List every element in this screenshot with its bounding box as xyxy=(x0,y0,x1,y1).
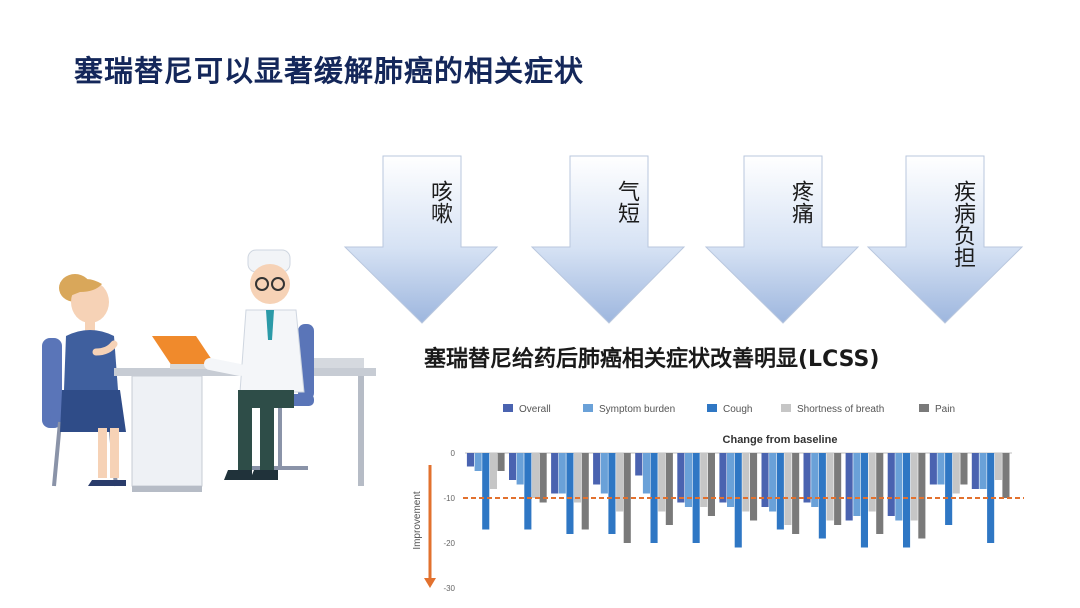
bar xyxy=(876,453,884,534)
bar xyxy=(581,453,589,530)
bar xyxy=(811,453,819,507)
bar xyxy=(918,453,926,539)
legend-swatch xyxy=(919,404,929,412)
legend-label: Shortness of breath xyxy=(797,404,884,415)
chart-overlay xyxy=(424,465,1024,588)
legend-label: Pain xyxy=(935,404,955,415)
bar xyxy=(700,453,708,507)
legend-swatch xyxy=(781,404,791,412)
bar xyxy=(719,453,727,503)
legend-label: Cough xyxy=(723,404,752,415)
arrow-cough xyxy=(343,155,499,324)
bars xyxy=(466,453,1010,548)
y-tick-label: 0 xyxy=(451,449,456,458)
patient-figure xyxy=(59,274,126,486)
bar xyxy=(482,453,490,530)
bar xyxy=(910,453,918,521)
bar xyxy=(945,453,953,525)
bar xyxy=(665,453,673,525)
bar xyxy=(466,453,474,467)
symptom-label-shortness-of-breath: 气短 xyxy=(614,180,639,224)
legend-swatch xyxy=(707,404,717,412)
bar xyxy=(539,453,547,503)
symptom-label-pain: 疼痛 xyxy=(788,180,813,224)
bar xyxy=(826,453,834,521)
bar xyxy=(509,453,517,480)
lcss-bar-chart: Overall Symptom burden Cough Shortness of b… xyxy=(412,404,1024,593)
bar xyxy=(895,453,903,521)
bar xyxy=(684,453,692,507)
bar xyxy=(566,453,574,534)
bar xyxy=(707,453,715,516)
bar xyxy=(600,453,608,494)
bar xyxy=(593,453,601,485)
bar xyxy=(551,453,559,494)
y-tick-label: -20 xyxy=(443,539,455,548)
legend-swatch xyxy=(503,404,513,412)
improvement-arrow-head xyxy=(424,578,436,588)
bar xyxy=(474,453,482,471)
bar xyxy=(960,453,968,485)
bar xyxy=(971,453,979,489)
bar xyxy=(994,453,1002,480)
bar xyxy=(761,453,769,507)
bar xyxy=(776,453,784,530)
document-tray xyxy=(308,358,364,368)
arrow-pain xyxy=(704,155,860,324)
bar xyxy=(642,453,650,494)
legend-label: Symptom burden xyxy=(599,404,675,415)
y-tick-label: -10 xyxy=(443,494,455,503)
legend-label: Overall xyxy=(519,404,551,415)
bar xyxy=(803,453,811,503)
bar xyxy=(574,453,582,503)
bar xyxy=(860,453,868,548)
bar xyxy=(677,453,685,503)
bar xyxy=(658,453,666,512)
chart-title: Change from baseline xyxy=(723,434,838,446)
doctor-figure xyxy=(204,249,305,480)
arrow-shortness-of-breath xyxy=(530,155,686,324)
bar xyxy=(727,453,735,507)
bar xyxy=(979,453,987,489)
bar xyxy=(635,453,643,476)
bar xyxy=(987,453,995,543)
bar xyxy=(616,453,624,512)
bar xyxy=(937,453,945,485)
bar xyxy=(818,453,826,539)
bar xyxy=(784,453,792,525)
legend-swatch xyxy=(583,404,593,412)
bar xyxy=(929,453,937,485)
bar xyxy=(792,453,800,534)
arrow-disease-burden xyxy=(866,155,1024,324)
symptom-label-disease-burden: 疾病负担 xyxy=(950,180,975,268)
bar xyxy=(845,453,853,521)
y-tick-label: -30 xyxy=(443,584,455,593)
bar xyxy=(531,453,539,498)
bar xyxy=(608,453,616,534)
bar xyxy=(558,453,566,494)
bar xyxy=(834,453,842,525)
bar xyxy=(497,453,505,471)
slide-title: 塞瑞替尼可以显著缓解肺癌的相关症状 xyxy=(74,54,585,88)
bar xyxy=(489,453,497,489)
bar xyxy=(1002,453,1010,498)
symptom-label-cough: 咳嗽 xyxy=(427,180,452,224)
bar xyxy=(734,453,742,548)
bar xyxy=(750,453,758,521)
bar xyxy=(903,453,911,548)
doctor-patient-illustration xyxy=(42,249,376,492)
bar xyxy=(952,453,960,494)
y-axis-label: Improvement xyxy=(412,491,423,550)
bar xyxy=(516,453,524,485)
bar xyxy=(769,453,777,512)
bar xyxy=(853,453,861,516)
bar xyxy=(742,453,750,512)
bar xyxy=(524,453,532,530)
chart-heading: 塞瑞替尼给药后肺癌相关症状改善明显(LCSS) xyxy=(424,347,880,372)
chart-legend: Overall Symptom burden Cough Shortness of b… xyxy=(503,404,955,415)
bar xyxy=(887,453,895,516)
bar xyxy=(868,453,876,512)
bar xyxy=(650,453,658,543)
